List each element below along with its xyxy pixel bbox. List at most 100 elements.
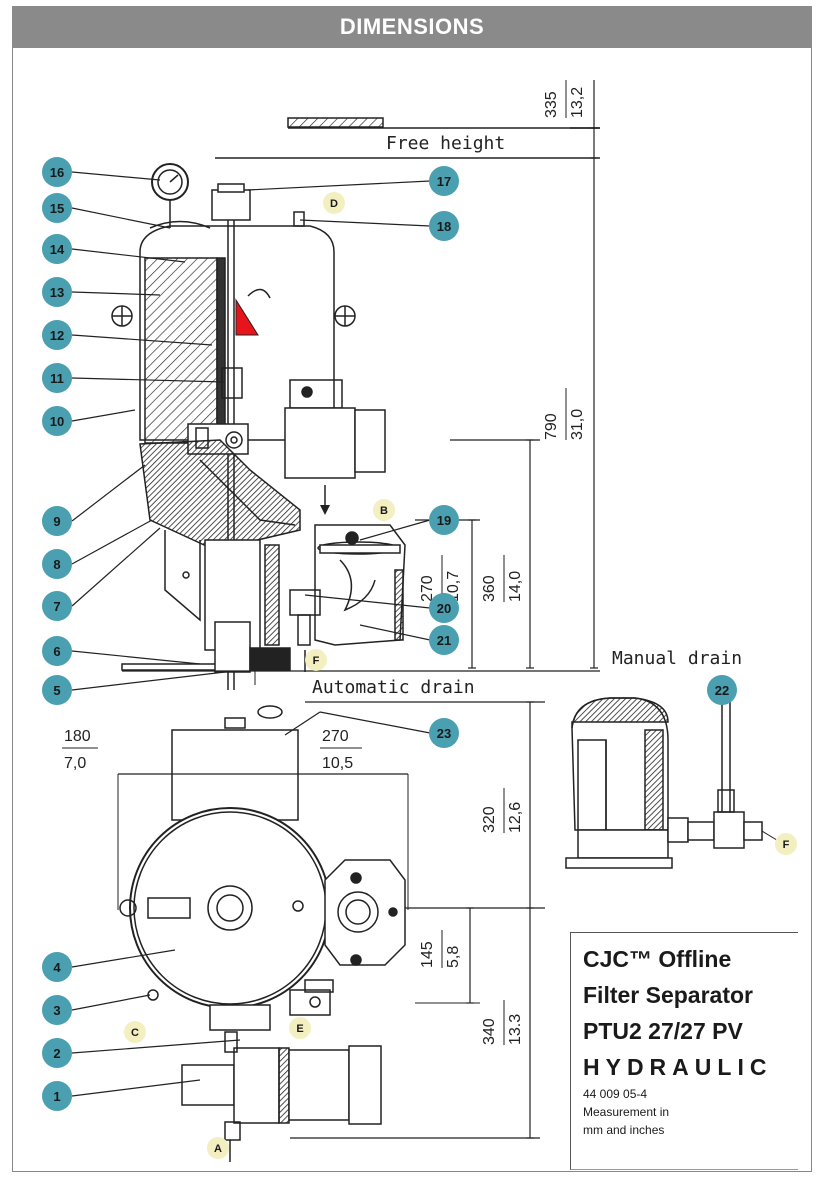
- letter-callout-f-detail: F: [775, 833, 797, 855]
- svg-text:7: 7: [53, 599, 60, 614]
- product-type: HYDRAULIC: [583, 1054, 773, 1080]
- free-height-label: Free height: [386, 133, 505, 154]
- callout-16: 16: [42, 157, 72, 187]
- svg-text:4: 4: [53, 960, 61, 975]
- dim-5-8: 5,8: [445, 946, 462, 968]
- callout-19: 19: [429, 505, 459, 535]
- callout-11: 11: [42, 363, 72, 393]
- callout-14: 14: [42, 234, 72, 264]
- svg-text:F: F: [783, 839, 790, 851]
- callout-4: 4: [42, 952, 72, 982]
- svg-text:6: 6: [53, 644, 60, 659]
- svg-text:17: 17: [437, 174, 451, 189]
- svg-text:F: F: [313, 655, 320, 667]
- product-line-1: CJC™ Offline: [583, 946, 732, 972]
- svg-text:13: 13: [50, 285, 64, 300]
- svg-text:B: B: [380, 505, 388, 517]
- svg-text:19: 19: [437, 513, 451, 528]
- callout-23: 23: [429, 718, 459, 748]
- svg-text:9: 9: [53, 514, 60, 529]
- svg-text:15: 15: [50, 201, 64, 216]
- side-view: [111, 117, 600, 690]
- dim-320: 320: [481, 806, 498, 833]
- dim-10-5: 10,5: [322, 755, 353, 772]
- svg-text:22: 22: [715, 683, 729, 698]
- svg-text:1: 1: [53, 1089, 60, 1104]
- measurement-note-1: Measurement in: [583, 1105, 670, 1119]
- callout-8: 8: [42, 549, 72, 579]
- svg-text:E: E: [296, 1023, 303, 1035]
- dim-12-6: 12,6: [507, 802, 524, 833]
- svg-text:21: 21: [437, 633, 451, 648]
- callout-6: 6: [42, 636, 72, 666]
- dim-31-0: 31,0: [569, 409, 586, 440]
- callout-22: 22: [707, 675, 737, 705]
- letter-callout-a: A: [207, 1137, 229, 1159]
- dim-790: 790: [543, 413, 560, 440]
- letter-callout-e: E: [289, 1017, 311, 1039]
- dim-180: 180: [64, 728, 91, 745]
- svg-text:A: A: [214, 1143, 222, 1155]
- text-labels-side: Free height Manual drain Automatic drain: [312, 133, 742, 698]
- letter-callouts: D B F F C E A: [124, 192, 797, 1159]
- automatic-drain-label: Automatic drain: [312, 677, 475, 698]
- callout-7: 7: [42, 591, 72, 621]
- dim-13-3: 13.3: [507, 1014, 524, 1045]
- measurement-note-2: mm and inches: [583, 1123, 665, 1137]
- callout-21: 21: [429, 625, 459, 655]
- callout-12: 12: [42, 320, 72, 350]
- svg-text:3: 3: [53, 1003, 60, 1018]
- product-model: PTU2 27/27 PV: [583, 1018, 743, 1044]
- callout-20: 20: [429, 593, 459, 623]
- callout-2: 2: [42, 1038, 72, 1068]
- callout-leaders: [71, 171, 431, 1097]
- svg-text:2: 2: [53, 1046, 60, 1061]
- svg-text:5: 5: [53, 683, 60, 698]
- dim-14-0: 14,0: [507, 571, 524, 602]
- callouts: 16 15 14 13 12 11 10 9 8 7 6 5 17 18 19 …: [42, 157, 737, 1111]
- svg-text:11: 11: [50, 371, 64, 386]
- callout-17: 17: [429, 166, 459, 196]
- svg-text:C: C: [131, 1027, 139, 1039]
- callout-5: 5: [42, 675, 72, 705]
- svg-text:20: 20: [437, 601, 451, 616]
- letter-callout-f-side: F: [305, 649, 327, 671]
- svg-text:16: 16: [50, 165, 64, 180]
- callout-9: 9: [42, 506, 72, 536]
- svg-text:D: D: [330, 198, 338, 210]
- top-view: [117, 701, 545, 1162]
- dim-340: 340: [481, 1018, 498, 1045]
- callout-3: 3: [42, 995, 72, 1025]
- letter-callout-d: D: [323, 192, 345, 214]
- svg-text:14: 14: [50, 242, 65, 257]
- callout-10: 10: [42, 406, 72, 436]
- manual-drain-detail: [565, 697, 781, 869]
- dim-13-2: 13,2: [569, 87, 586, 118]
- product-line-2: Filter Separator: [583, 982, 753, 1008]
- product-info-box: CJC™ Offline Filter Separator PTU2 27/27…: [570, 932, 798, 1170]
- dim-270: 270: [419, 575, 436, 602]
- dim-360: 360: [481, 575, 498, 602]
- header-title: DIMENSIONS: [339, 14, 485, 39]
- dim-7-0: 7,0: [64, 755, 86, 772]
- dim-145: 145: [419, 941, 436, 968]
- callout-1: 1: [42, 1081, 72, 1111]
- dim-270-top: 270: [322, 728, 349, 745]
- dimension-lines-top: [466, 701, 534, 1139]
- callout-15: 15: [42, 193, 72, 223]
- svg-text:8: 8: [53, 557, 60, 572]
- dim-335: 335: [543, 91, 560, 118]
- callout-18: 18: [429, 211, 459, 241]
- letter-callout-b: B: [373, 499, 395, 521]
- callout-13: 13: [42, 277, 72, 307]
- svg-text:18: 18: [437, 219, 451, 234]
- svg-text:23: 23: [437, 726, 451, 741]
- dimension-text-top: 180 7,0 270 10,5 320 12,6 145 5,8 340 13…: [62, 728, 524, 1045]
- product-code: 44 009 05-4: [583, 1087, 648, 1101]
- svg-text:12: 12: [50, 328, 64, 343]
- manual-drain-label: Manual drain: [612, 648, 742, 669]
- letter-callout-c: C: [124, 1021, 146, 1043]
- svg-text:10: 10: [50, 414, 64, 429]
- dimensions-header: DIMENSIONS: [12, 6, 812, 48]
